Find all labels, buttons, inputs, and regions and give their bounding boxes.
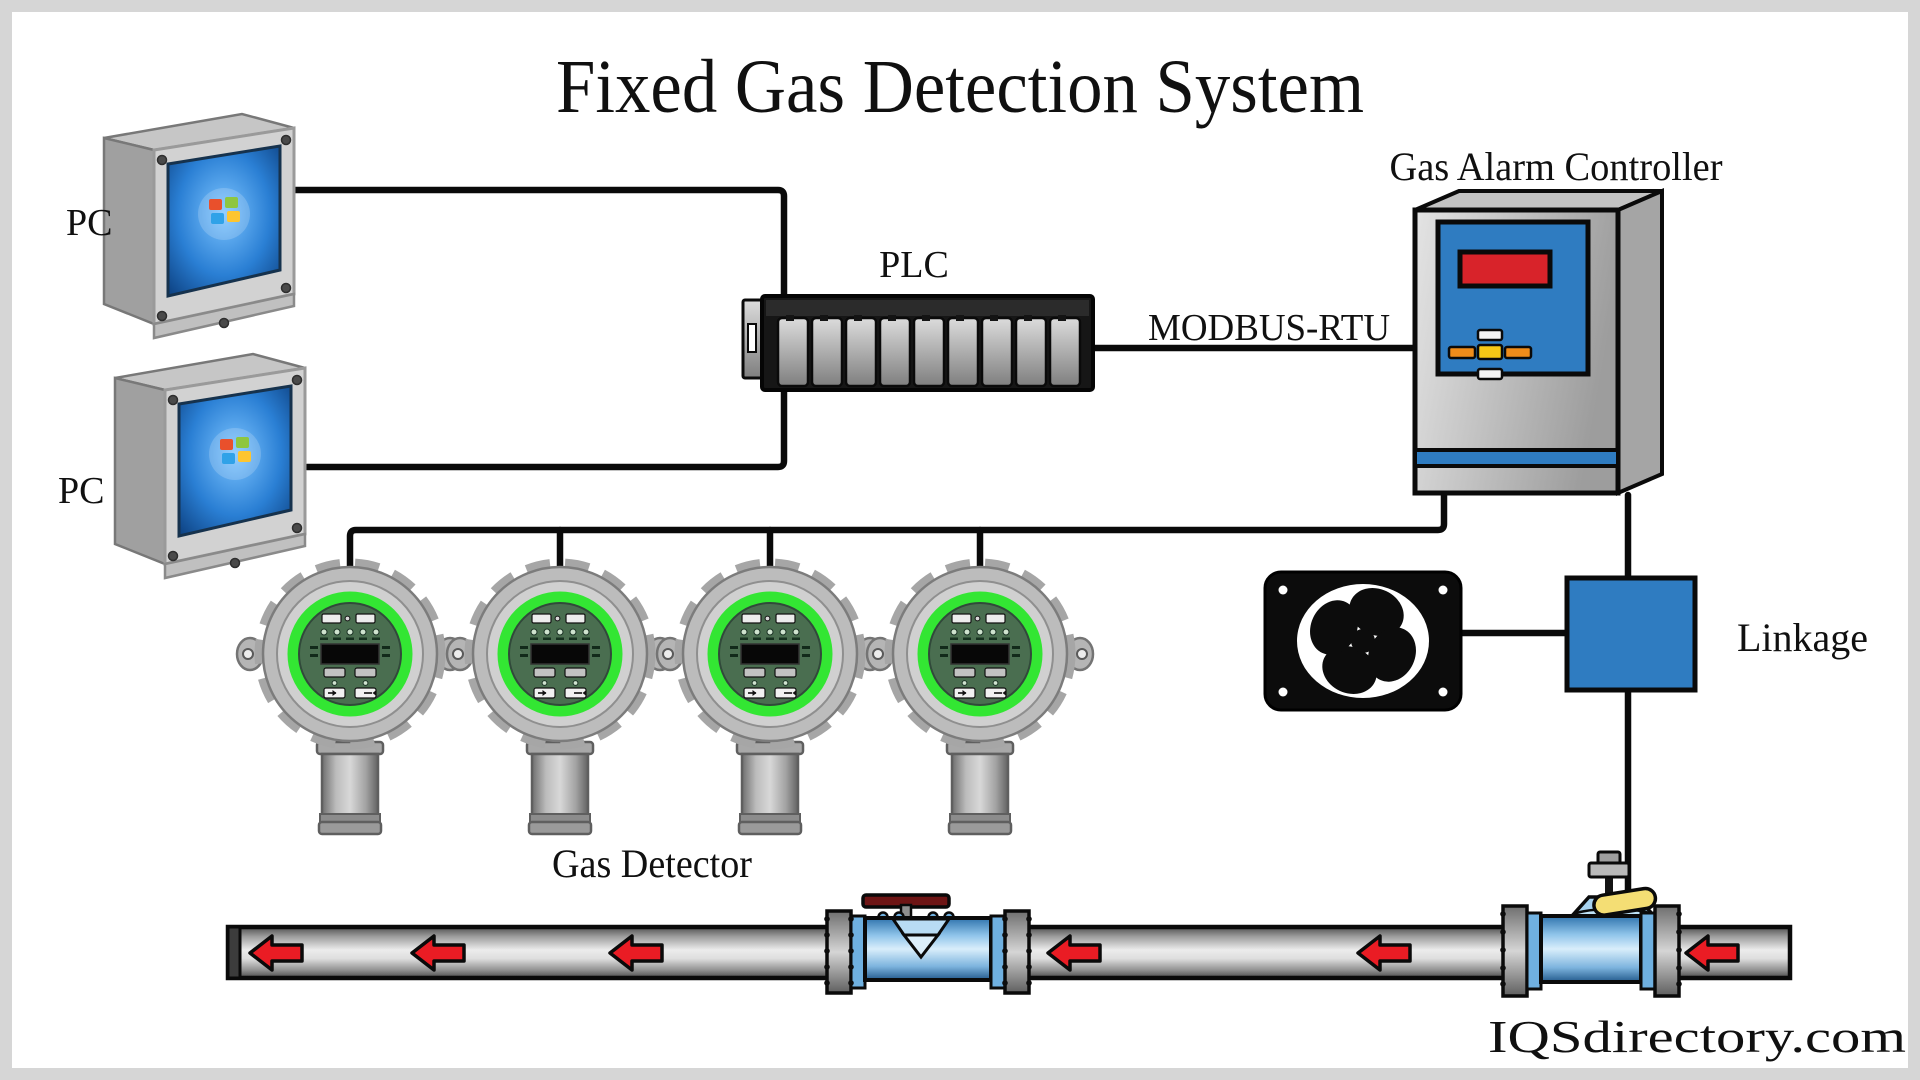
detector-bus-line: [346, 491, 1448, 572]
controller-label: Gas Alarm Controller: [1390, 144, 1723, 189]
actuator-cap: [1587, 861, 1631, 879]
valve-funnel: [890, 917, 952, 937]
keypad-up-button: [1476, 328, 1504, 342]
pipe-left-cap: [226, 925, 242, 980]
plc-cards: [776, 316, 1082, 388]
plc-card-notches: [786, 315, 1066, 321]
pc2-to-plc-line: [303, 388, 788, 471]
valve-collar-right: [1639, 911, 1657, 991]
valve-flange-left: [1501, 904, 1529, 998]
actuator-stem: [1605, 876, 1613, 896]
keypad-left-button: [1447, 345, 1477, 360]
valve-flange-right: [1653, 904, 1681, 998]
plc-module: [741, 294, 1095, 392]
gas-detector-label: Gas Detector: [552, 841, 752, 886]
pc1-to-plc-line: [290, 186, 788, 299]
keypad-down-button: [1476, 367, 1504, 381]
watermark: IQSdirectory.com: [1488, 1011, 1906, 1062]
plc-rack-top-band: [766, 300, 1089, 316]
fan-screw-holes: [1278, 585, 1448, 697]
valve-wedge: [900, 933, 942, 960]
controller-display: [1457, 249, 1553, 289]
plc-label: PLC: [879, 244, 949, 286]
controller-keypad: [1447, 328, 1533, 381]
pc-bottom: [113, 352, 307, 580]
flange-bolts: [824, 916, 1032, 986]
modbus-label: MODBUS-RTU: [1148, 307, 1390, 349]
gas-alarm-controller: [1412, 187, 1664, 497]
fan-blades: [1310, 588, 1416, 694]
valve-collar-left: [1525, 911, 1543, 991]
linkage-label: Linkage: [1737, 615, 1868, 660]
page-title: Fixed Gas Detection System: [556, 45, 1364, 129]
valve-flange-left: [825, 909, 853, 995]
linkage-box: [1564, 575, 1698, 693]
valve-lever: [1592, 886, 1658, 917]
valve-flange-right: [1003, 909, 1031, 995]
keypad-center-button: [1476, 343, 1504, 361]
pc-bottom-label: PC: [58, 470, 104, 512]
pc-top: [102, 112, 296, 340]
exhaust-fan-icon: [1263, 570, 1463, 712]
connector-lines: [290, 186, 1632, 899]
gate-valve: [824, 893, 1032, 995]
valve-body: [1539, 914, 1643, 984]
pc-top-label: PC: [66, 202, 112, 244]
keypad-right-button: [1503, 345, 1533, 360]
flange-bolts: [1500, 911, 1682, 987]
actuated-valve: [1500, 850, 1682, 998]
controller-stripe: [1413, 448, 1620, 468]
plc-slot: [747, 323, 757, 353]
controller-side-face: [1616, 187, 1664, 497]
